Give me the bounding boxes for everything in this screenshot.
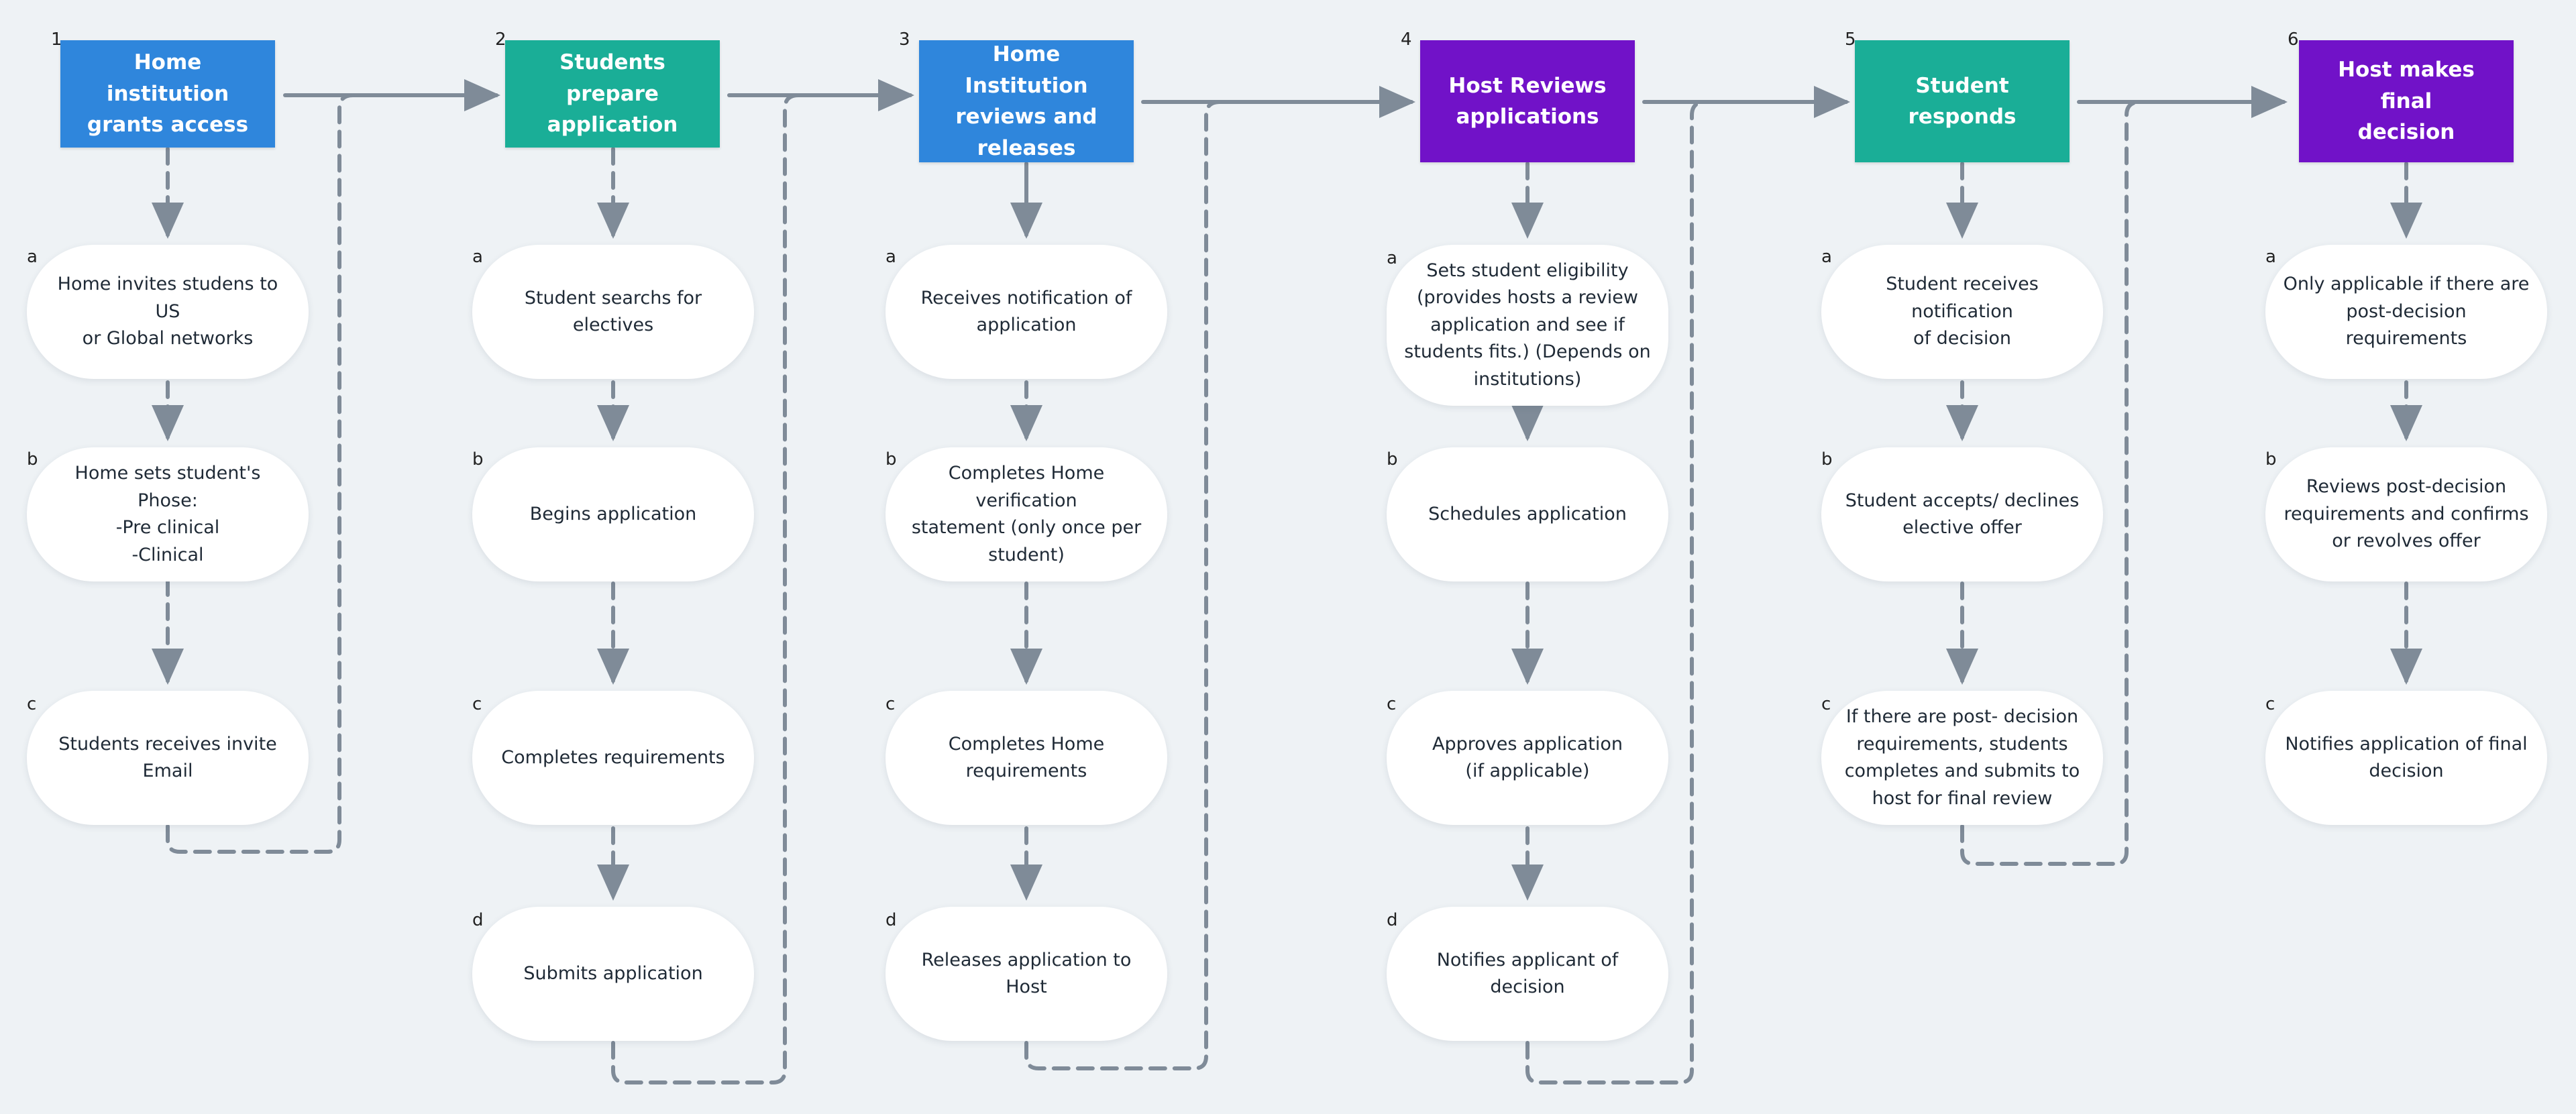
step-letter-4b: b <box>1387 449 1398 469</box>
step-letter-1b: b <box>27 449 38 469</box>
step-letter-6b: b <box>2265 449 2277 469</box>
step-5c: If there are post- decision requirements… <box>1821 691 2103 825</box>
step-number-6: 6 <box>2288 30 2299 50</box>
step-letter-5b: b <box>1821 449 1833 469</box>
step-letter-2d: d <box>472 910 484 930</box>
step-letter-2b: b <box>472 449 484 469</box>
step-6a: Only applicable if there are post-decisi… <box>2265 245 2547 379</box>
step-4c: Approves application (if applicable) <box>1387 691 1668 825</box>
step-letter-4d: d <box>1387 910 1398 930</box>
step-4a: Sets student eligibility (provides hosts… <box>1387 245 1668 406</box>
step-letter-1c: c <box>27 694 37 714</box>
step-2c: Completes requirements <box>472 691 754 825</box>
step-letter-2a: a <box>472 247 483 267</box>
step-1a: Home invites studens to US or Global net… <box>27 245 309 379</box>
step-3b: Completes Home verification statement (o… <box>885 447 1167 581</box>
step-letter-3a: a <box>885 247 896 267</box>
step-4b: Schedules application <box>1387 447 1668 581</box>
step-letter-4c: c <box>1387 694 1397 714</box>
step-letter-3d: d <box>885 910 897 930</box>
step-1c: Students receives invite Email <box>27 691 309 825</box>
step-letter-3c: c <box>885 694 896 714</box>
header-host-makes-final-decision: Host makes final decision <box>2299 40 2514 162</box>
step-number-5: 5 <box>1845 30 1856 50</box>
header-host-reviews-applications: Host Reviews applications <box>1420 40 1635 162</box>
step-letter-1a: a <box>27 247 38 267</box>
step-number-2: 2 <box>495 30 506 50</box>
step-1b: Home sets student's Phose: -Pre clinical… <box>27 447 309 581</box>
step-number-4: 4 <box>1401 30 1412 50</box>
header-students-prepare-application: Students prepare application <box>505 40 720 148</box>
header-student-responds: Student responds <box>1855 40 2070 162</box>
step-letter-4a: a <box>1387 248 1397 268</box>
step-letter-5a: a <box>1821 247 1832 267</box>
step-6c: Notifies application of final decision <box>2265 691 2547 825</box>
step-3d: Releases application to Host <box>885 907 1167 1041</box>
step-2b: Begins application <box>472 447 754 581</box>
step-4d: Notifies applicant of decision <box>1387 907 1668 1041</box>
step-letter-6a: a <box>2265 247 2276 267</box>
step-3c: Completes Home requirements <box>885 691 1167 825</box>
step-letter-5c: c <box>1821 694 1831 714</box>
header-home-institution-reviews-and-releases: Home Institution reviews and releases <box>919 40 1134 162</box>
step-5b: Student accepts/ declines elective offer <box>1821 447 2103 581</box>
step-letter-2c: c <box>472 694 482 714</box>
step-2d: Submits application <box>472 907 754 1041</box>
step-number-3: 3 <box>899 30 910 50</box>
step-5a: Student receives notification of decisio… <box>1821 245 2103 379</box>
step-letter-6c: c <box>2265 694 2275 714</box>
step-3a: Receives notification of application <box>885 245 1167 379</box>
header-home-institution-grants-access: Home institution grants access <box>60 40 275 148</box>
step-6b: Reviews post-decision requirements and c… <box>2265 447 2547 581</box>
step-letter-3b: b <box>885 449 897 469</box>
step-number-1: 1 <box>51 30 62 50</box>
step-2a: Student searchs for electives <box>472 245 754 379</box>
